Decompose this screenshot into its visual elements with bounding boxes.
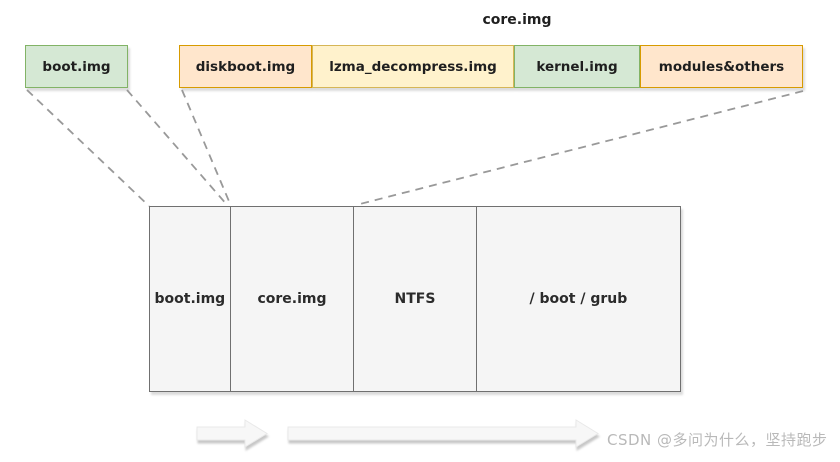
disk-cell-boot-label: boot.img (154, 291, 226, 307)
segment-lzma-label: lzma_decompress.img (329, 58, 497, 75)
boot-img-box-label: boot.img (42, 58, 111, 75)
disk-cell-grub-label: / boot / grub (529, 291, 628, 307)
segment-kernel-img: kernel.img (514, 45, 640, 88)
segment-lzma-decompress-img: lzma_decompress.img (312, 45, 514, 88)
disk-cell-core-label: core.img (257, 291, 327, 307)
disk-cell-ntfs: NTFS (354, 207, 477, 391)
segment-kernel-label: kernel.img (536, 58, 618, 75)
connector-bootimg-right (126, 89, 229, 207)
connector-coreimg-right (355, 90, 804, 206)
disk-cell-ntfs-label: NTFS (394, 291, 436, 307)
segment-diskboot-img: diskboot.img (179, 45, 312, 88)
csdn-watermark: CSDN @多问为什么，坚持跑步 (607, 431, 828, 449)
boot-img-box: boot.img (25, 45, 128, 88)
segment-modules-others: modules&others (640, 45, 803, 88)
disk-cell-boot-img: boot.img (150, 207, 231, 391)
disk-cell-core-img: core.img (230, 207, 355, 391)
core-img-group-label: core.img (482, 12, 552, 28)
disk-cell-boot-grub: / boot / grub (476, 207, 680, 391)
connector-bootimg-left (26, 89, 150, 207)
segment-modules-label: modules&others (658, 58, 785, 75)
segment-diskboot-label: diskboot.img (195, 58, 296, 75)
long-right-arrow-icon (287, 419, 599, 448)
disk-layout-rect: boot.img core.img NTFS / boot / grub (149, 206, 681, 392)
short-right-arrow-icon (196, 419, 268, 448)
connector-coreimg-left (181, 89, 232, 207)
